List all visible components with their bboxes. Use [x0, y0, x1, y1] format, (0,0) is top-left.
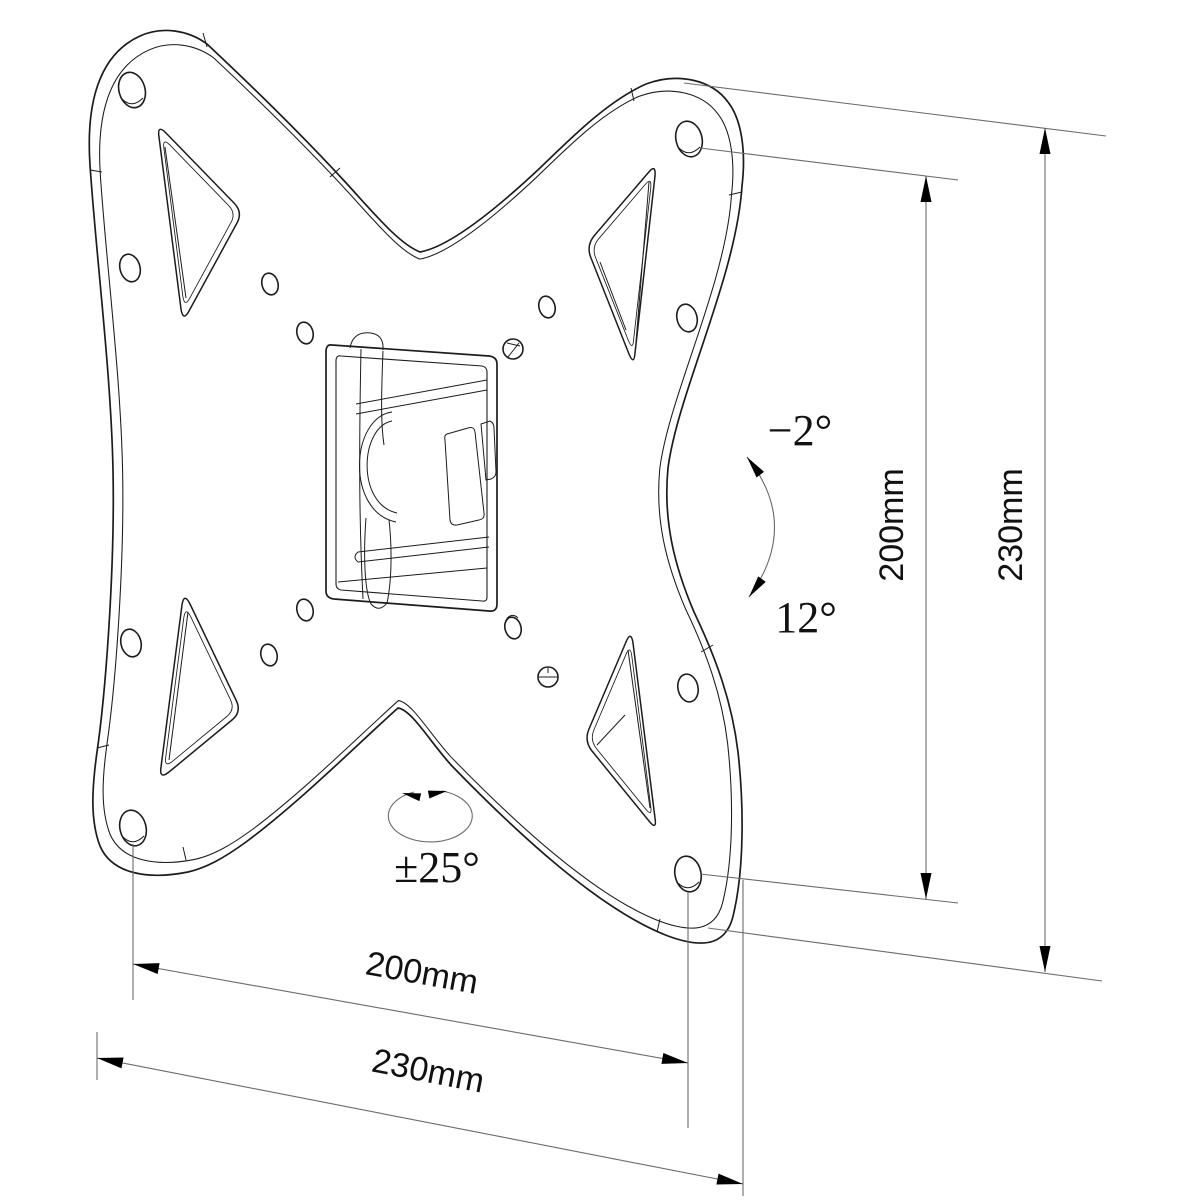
mount-head-inner: [335, 355, 488, 602]
triangle-cutout-bottom-right: [586, 635, 657, 827]
corner-hole-top-right: [674, 120, 704, 158]
screw-head-upper: [502, 338, 524, 360]
label-vertical-230mm: 230mm: [992, 468, 1030, 581]
extension-line-top-outer: [683, 82, 1107, 137]
swivel-angle-annotation: ±25°: [387, 790, 480, 892]
mount-head-interior: [337, 348, 497, 609]
label-tilt-down: 12°: [775, 593, 837, 642]
center-mount-head: [325, 332, 498, 612]
edge-tick-marks: [89, 32, 743, 933]
corner-hole-top-left: [117, 71, 147, 109]
triangle-cutout-top-left: [157, 128, 241, 317]
mount-hook-top-bump: [349, 332, 384, 351]
label-horizontal-200mm: 200mm: [363, 945, 481, 1002]
label-tilt-up: −2°: [768, 406, 832, 455]
label-swivel: ±25°: [394, 843, 480, 892]
swivel-ellipse: [387, 790, 473, 843]
triangle-cutout-bottom-left: [159, 597, 239, 776]
extension-line-bottom-outer: [707, 927, 1103, 982]
screw-head-lower: [537, 666, 559, 688]
plate-outline-inner: [99, 44, 734, 929]
mounting-holes: [117, 71, 704, 893]
vesa-triangle-cutouts: [157, 128, 657, 827]
tilt-arc: [746, 456, 775, 598]
extension-line-bottom-inner: [699, 873, 959, 904]
corner-hole-bottom-right: [673, 855, 703, 893]
label-vertical-200mm: 200mm: [873, 468, 911, 581]
dimension-horizontal-230: 230mm: [96, 1042, 744, 1185]
dimension-vertical-200: 200mm: [873, 176, 932, 899]
extension-line-top-inner: [699, 147, 959, 181]
small-adapter-holes: [259, 272, 557, 667]
corner-hole-bottom-left: [118, 809, 148, 847]
tilt-angle-annotation: −2° 12°: [746, 406, 837, 642]
dimension-vertical-230: 230mm: [992, 128, 1051, 972]
triangle-cutout-top-right: [588, 167, 656, 361]
side-holes: [118, 253, 700, 703]
label-horizontal-230mm: 230mm: [369, 1042, 488, 1101]
mount-head-outer: [325, 344, 498, 612]
